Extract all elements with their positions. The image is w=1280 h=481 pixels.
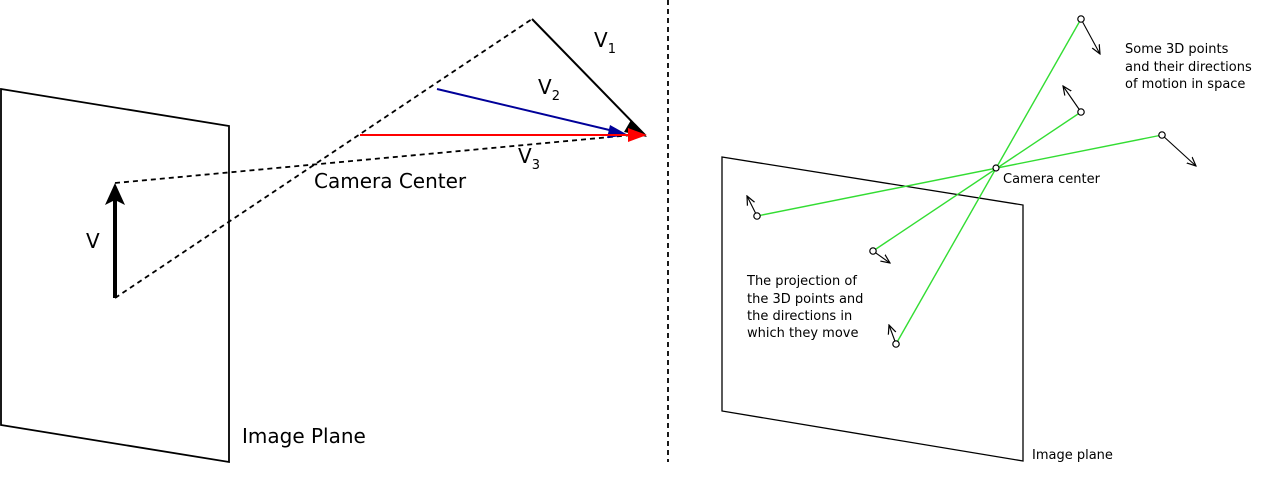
- label-v2: V2: [538, 75, 560, 104]
- ray-2: [872, 111, 1082, 252]
- vector-v2: [436, 88, 623, 134]
- ray-3: [756, 134, 1163, 217]
- point-3d-2: [1077, 108, 1085, 116]
- dashed-ray-bottom: [114, 18, 533, 299]
- label-v3: V3: [518, 144, 540, 173]
- ray-1: [895, 18, 1082, 345]
- motion-arrow-3d-3: [1161, 134, 1196, 166]
- point-proj-1: [753, 212, 761, 220]
- vector-v-arrowhead: [105, 183, 125, 205]
- label-v: V: [86, 229, 100, 253]
- motion-arrow-3d-1: [1080, 18, 1100, 54]
- camera-center-point: [992, 164, 1000, 172]
- label-3d-points-note: Some 3D points and their directions of m…: [1125, 42, 1256, 92]
- label-camera-center-left: Camera Center: [314, 169, 467, 193]
- vector-v3-arrowhead: [628, 128, 647, 142]
- label-projection-note: The projection of the 3D points and the …: [746, 274, 868, 341]
- point-3d-1: [1077, 15, 1085, 23]
- image-plane-left: [0, 87, 230, 464]
- label-image-plane-right: Image plane: [1032, 448, 1113, 463]
- point-proj-2: [869, 247, 877, 255]
- label-image-plane-left: Image Plane: [242, 424, 366, 448]
- point-3d-3: [1158, 131, 1166, 139]
- vector-v1: [531, 18, 646, 136]
- right-diagram: Some 3D points and their directions of m…: [721, 15, 1256, 463]
- left-diagram: V Camera Center Image Plane V1 V2 V3: [0, 18, 647, 464]
- projection-rays: [756, 18, 1163, 345]
- image-plane-right: [721, 156, 1024, 462]
- motion-arrow-3d-2: [1063, 86, 1082, 113]
- label-camera-center-right: Camera center: [1003, 172, 1101, 187]
- points: [753, 15, 1166, 348]
- point-proj-3: [892, 340, 900, 348]
- label-v1: V1: [594, 28, 616, 57]
- dashed-ray-top: [114, 134, 633, 184]
